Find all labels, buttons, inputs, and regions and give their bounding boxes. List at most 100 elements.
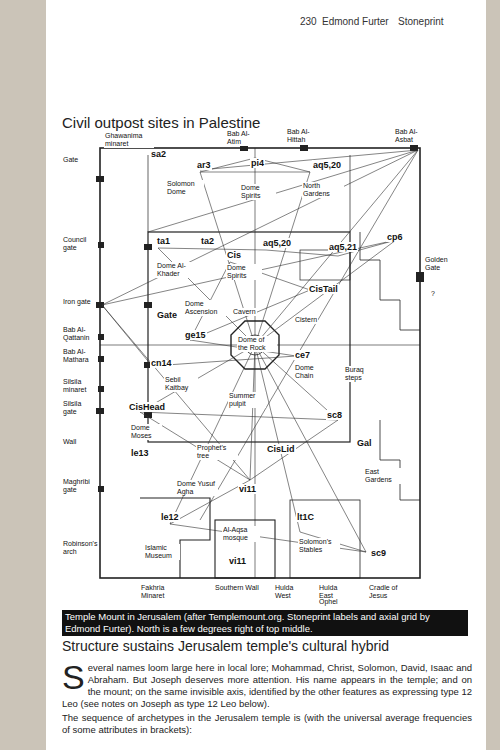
site-label: Bab Al-Asbat xyxy=(394,128,432,144)
running-header: Edmond Furter xyxy=(322,16,389,28)
site-label: Prophet's tree xyxy=(196,444,238,460)
site-label: Silsila minaret xyxy=(62,378,98,394)
running-header: 230 xyxy=(300,16,317,28)
axial-grid xyxy=(102,150,418,552)
callout-code: CisTail xyxy=(308,284,339,294)
site-label: Dome Moses xyxy=(130,424,162,440)
grid-line xyxy=(200,150,418,520)
callout-code: vi11 xyxy=(228,556,247,566)
mount-wall xyxy=(100,148,420,578)
site-label: Southern Wall xyxy=(214,584,260,592)
site-label: Cistern xyxy=(294,316,318,324)
walls xyxy=(100,148,420,578)
callout-code: ar3 xyxy=(196,160,212,170)
grid-line xyxy=(102,150,418,305)
grid-line xyxy=(102,240,396,305)
body-paragraph: Several names loom large here in local l… xyxy=(62,662,472,710)
callout-code: vi11 xyxy=(238,484,257,494)
callout-code: aq5,20 xyxy=(262,238,292,248)
callout-code: CisLid xyxy=(266,444,296,454)
site-label: Bab Al-Mathara xyxy=(62,348,98,364)
axis-line xyxy=(255,148,256,578)
callout-code: aq5,21 xyxy=(328,242,358,252)
section-heading: Structure sustains Jerusalem temple's cu… xyxy=(62,638,389,655)
site-label: North Gardens xyxy=(302,182,344,198)
callout-code: cn14 xyxy=(150,358,173,368)
stables-outline xyxy=(290,500,360,578)
gates xyxy=(96,145,424,492)
callout-code: sc9 xyxy=(370,548,387,558)
body-paragraph: The sequence of archetypes in the Jerusa… xyxy=(62,712,472,736)
site-label: Golden Gate xyxy=(424,256,460,272)
callout-code: Gal xyxy=(356,438,373,448)
grid-line xyxy=(102,305,152,366)
figure-caption: Temple Mount in Jerusalem (after Templem… xyxy=(62,610,468,636)
site-label: Bab Al-Qattanin xyxy=(62,326,98,342)
site-label: Ophel xyxy=(318,598,339,606)
site-label: Islamic Museum xyxy=(144,544,180,560)
callout-code: ta2 xyxy=(200,236,215,246)
gate-mark xyxy=(300,145,308,151)
grid-line xyxy=(255,150,418,345)
callout-code: aq5,20 xyxy=(312,160,342,170)
museum-building xyxy=(140,498,210,578)
site-label: ? xyxy=(430,290,436,298)
site-label: Al-Aqsa mosque xyxy=(222,526,260,542)
stair-mark xyxy=(144,244,152,250)
callout-code: cp6 xyxy=(386,232,404,242)
site-label: Dome of the Rock xyxy=(237,336,277,352)
running-header: Stoneprint xyxy=(398,16,444,28)
grid-line xyxy=(140,412,250,480)
site-label: Buraq steps xyxy=(344,366,376,382)
callout-code: ce7 xyxy=(294,350,311,360)
site-label: Robinson's arch xyxy=(62,540,98,556)
site-label: Council gate xyxy=(62,236,98,252)
site-label: Dome Yusuf Agha xyxy=(176,480,218,496)
site-label: Solomon's Stables xyxy=(298,538,340,554)
site-label: Dome Spirits xyxy=(240,184,276,200)
grid-line xyxy=(158,248,266,250)
grid-line xyxy=(170,345,255,524)
site-label: Summer pulpit xyxy=(228,392,266,408)
gate-mark xyxy=(96,408,104,414)
grid-line xyxy=(148,155,149,232)
gate-mark xyxy=(416,272,424,282)
site-label: Dome Ascension xyxy=(184,300,226,316)
callout-code: pi4 xyxy=(250,158,265,168)
callout-code: sc8 xyxy=(326,410,343,420)
callout-code: le12 xyxy=(160,512,180,522)
site-label: Sebil Kaitbay xyxy=(164,376,198,392)
east-steps xyxy=(380,420,420,500)
grid-line xyxy=(250,420,338,480)
callout-code: Gate xyxy=(156,310,178,320)
callout-code: le13 xyxy=(130,448,150,458)
site-label: Maghribi gate xyxy=(62,478,98,494)
site-label: Dome Chain xyxy=(294,364,326,380)
site-label: East Gardens xyxy=(364,468,406,484)
callout-code: ge15 xyxy=(184,330,207,340)
grid-line xyxy=(152,356,296,366)
callout-code: Cis xyxy=(226,250,242,260)
body-text: Several names loom large here in local l… xyxy=(62,662,472,738)
callout-code: CisHead xyxy=(128,402,166,412)
site-label: Fakhria Minaret xyxy=(140,584,176,600)
grid-line xyxy=(350,155,351,232)
site-label: Ghawanima minaret xyxy=(104,132,154,148)
grid-line xyxy=(250,345,255,480)
site-label: Gate xyxy=(62,156,79,164)
site-label: Cavern xyxy=(232,308,257,316)
aqsa-building xyxy=(215,520,275,578)
site-label: Iron gate xyxy=(62,298,94,306)
site-label: Cradle of Jesus xyxy=(368,584,404,600)
callout-code: ta1 xyxy=(156,236,171,246)
site-label: Silsila gate xyxy=(62,400,94,416)
site-label: Hulda West xyxy=(274,584,306,600)
platform xyxy=(148,232,350,442)
site-label: Dome Al-Khader xyxy=(156,262,196,278)
site-label: Bab Al-Hittah xyxy=(286,128,324,144)
grid-line xyxy=(148,150,418,232)
east-steps xyxy=(360,232,420,330)
callout-code: lt1C xyxy=(296,512,315,522)
site-label: Solomon Dome xyxy=(166,180,204,196)
